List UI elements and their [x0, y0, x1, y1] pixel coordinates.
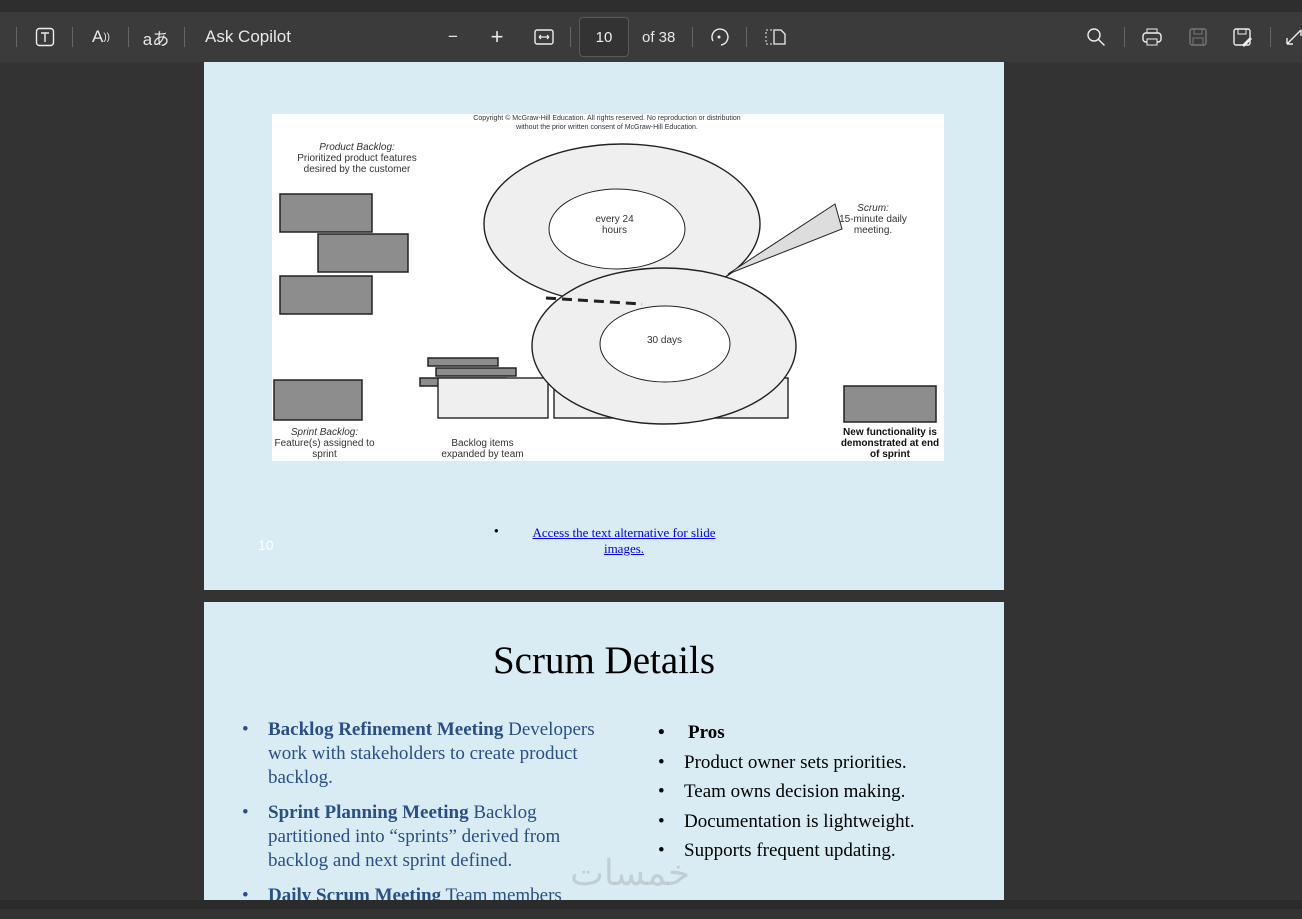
bullet: • — [494, 523, 499, 538]
meetings-list: Backlog Refinement Meeting Developers wo… — [242, 718, 622, 919]
watermark: خمسات — [570, 852, 691, 893]
divider — [72, 27, 73, 47]
zoom-out-icon[interactable]: − — [448, 27, 458, 46]
divider — [570, 27, 571, 47]
pdf-page-10: Copyright © McGraw-Hill Education. All r… — [204, 62, 1004, 590]
pros-heading: Pros — [658, 718, 978, 748]
list-item: Backlog Refinement Meeting Developers wo… — [242, 718, 622, 790]
divider — [128, 27, 129, 47]
page-view-icon[interactable] — [764, 12, 788, 62]
pdf-toolbar: A)) aあ Ask Copilot − + 10 of 38 — [0, 12, 1302, 62]
item-text: Developers work with stakeholders to cre… — [268, 719, 595, 788]
translate-icon[interactable]: aあ — [142, 29, 170, 49]
rotate-icon[interactable] — [708, 12, 730, 62]
item-heading: Sprint Planning Meeting — [268, 802, 469, 823]
search-icon[interactable] — [1084, 12, 1108, 62]
divider — [16, 27, 17, 47]
scrum-title: Scrum: — [857, 203, 889, 214]
list-item: Sprint Planning Meeting Backlog partitio… — [242, 801, 622, 873]
product-backlog-title: Product Backlog: — [319, 142, 395, 153]
text-alternative-link[interactable]: Access the text alternative for slide im… — [532, 525, 716, 556]
read-aloud-icon[interactable]: A)) — [91, 27, 110, 46]
thirty-days-label: 30 days — [646, 335, 683, 346]
bottom-bar — [0, 900, 1302, 909]
scrum-diagram-graphic — [273, 143, 937, 425]
product-backlog-desc: Prioritized product features desired by … — [297, 153, 417, 175]
backlog-items-label: Backlog items expanded by team — [441, 438, 524, 460]
sprint-backlog-title: Sprint Backlog: — [290, 427, 359, 438]
divider — [692, 27, 693, 47]
every-24-hours-label: every 24 hours — [595, 214, 634, 236]
list-item: Team owns decision making. — [658, 777, 978, 807]
scrum-process-diagram: Copyright © McGraw-Hill Education. All r… — [272, 114, 944, 461]
scrum-desc: 15-minute daily meeting. — [839, 214, 907, 236]
item-heading: Backlog Refinement Meeting — [268, 719, 504, 740]
pdf-page-11: Scrum Details Backlog Refinement Meeting… — [204, 602, 1004, 908]
save-as-icon[interactable] — [1230, 12, 1254, 62]
fit-width-icon[interactable] — [532, 12, 556, 62]
zoom-in-icon[interactable]: + — [490, 24, 504, 49]
slide-number: 10 — [258, 537, 274, 553]
new-functionality-label: New functionality is demonstrated at end… — [840, 427, 940, 460]
divider — [746, 27, 747, 47]
slide-title: Scrum Details — [492, 639, 716, 682]
sprint-backlog-desc: Feature(s) assigned to sprint — [274, 438, 375, 460]
ask-copilot-button[interactable]: Ask Copilot — [205, 27, 291, 46]
divider — [1124, 27, 1125, 47]
text-icon[interactable] — [32, 12, 58, 62]
expand-icon[interactable] — [1284, 12, 1302, 62]
page-number-input[interactable]: 10 — [579, 17, 629, 57]
page-total: of 38 — [642, 28, 676, 46]
list-item: Supports frequent updating. — [658, 836, 978, 866]
list-item: Product owner sets priorities. — [658, 748, 978, 778]
pros-list: Pros Product owner sets priorities. Team… — [658, 718, 978, 866]
print-icon[interactable] — [1140, 12, 1164, 62]
divider — [184, 27, 185, 47]
list-item: Documentation is lightweight. — [658, 807, 978, 837]
item-text: Backlog partitioned into “sprints” deriv… — [268, 802, 561, 871]
save-icon[interactable] — [1186, 12, 1210, 62]
copyright-notice: Copyright © McGraw-Hill Education. All r… — [473, 115, 741, 131]
divider — [1270, 27, 1271, 47]
